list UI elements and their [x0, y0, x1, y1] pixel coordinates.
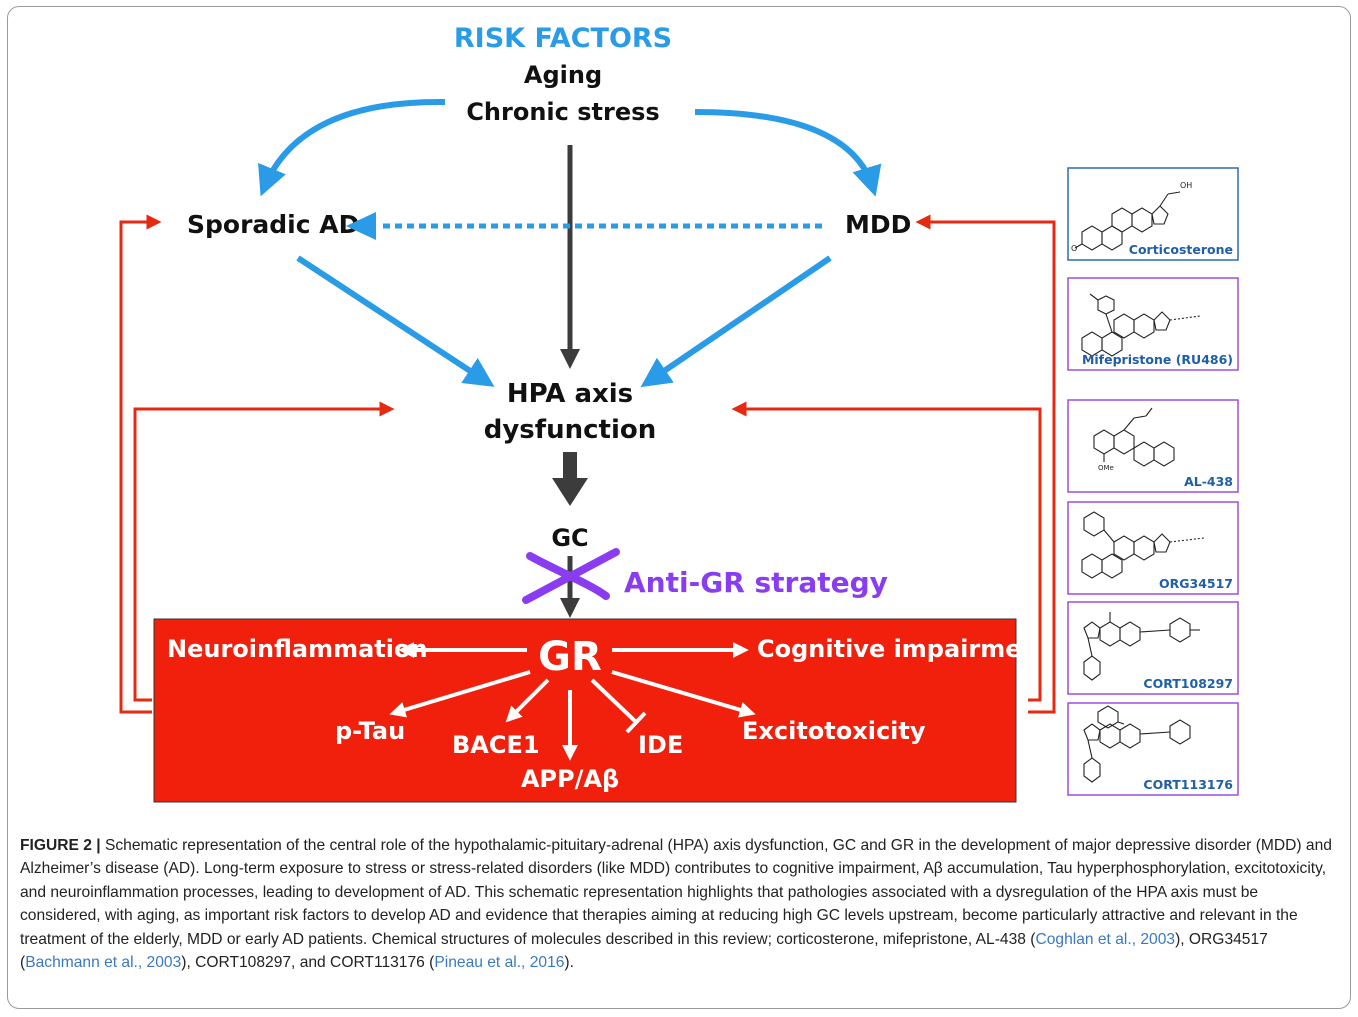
svg-text:OH: OH — [1180, 181, 1192, 190]
arrow-mdd-to-sporadic-ad-head — [346, 212, 376, 240]
node-hpa-line1: HPA axis — [507, 379, 633, 409]
caption-text: Schematic representation of the central … — [20, 837, 1332, 948]
arrow-hpa-to-gc — [552, 452, 588, 506]
cort108297-structure-icon — [1083, 612, 1200, 681]
arrow-gr-to-bace1 — [505, 678, 550, 723]
caption-text: ), CORT108297, and CORT113176 ( — [181, 954, 435, 972]
reference-link[interactable]: Pineau et al., 2016 — [434, 954, 565, 972]
arrow-sporadic-ad-to-hpa — [296, 255, 495, 387]
arrow-risk-to-mdd — [694, 109, 882, 197]
effect-ide: IDE — [638, 731, 683, 759]
arrow-gr-to-ptau — [389, 670, 531, 718]
molecule-card-corticosterone: O OH Corticosterone — [1067, 167, 1239, 261]
anti-gr-strategy-label: Anti-GR strategy — [624, 566, 888, 599]
node-gc: GC — [551, 524, 588, 552]
reference-link[interactable]: Bachmann et al., 2003 — [25, 954, 182, 972]
node-gr: GR — [538, 634, 602, 680]
risk-factors-title: RISK FACTORS — [454, 23, 672, 54]
effect-app-abeta: APP/Aβ — [521, 765, 619, 793]
mifepristone-structure-icon — [1081, 293, 1201, 357]
node-mdd: MDD — [845, 210, 911, 239]
molecule-label: Mifepristone (RU486) — [1082, 352, 1233, 367]
molecule-card-cort113176: CORT113176 — [1067, 702, 1239, 796]
caption-text: ), ORG34517 ( — [20, 930, 1268, 972]
node-sporadic-ad: Sporadic AD — [187, 210, 359, 239]
figure-label: FIGURE 2 | — [20, 837, 101, 854]
effect-cognitive-impairment: Cognitive impairment — [757, 635, 1050, 663]
effect-neuroinflammation: Neuroinflammation — [167, 635, 428, 663]
org34517-structure-icon — [1081, 511, 1205, 579]
gr-box — [153, 618, 1017, 803]
molecule-label: CORT108297 — [1143, 676, 1233, 691]
molecule-label: Corticosterone — [1129, 242, 1233, 257]
arrow-gr-to-excitotoxicity — [611, 670, 756, 718]
figure-caption: FIGURE 2 | Schematic representation of t… — [20, 834, 1338, 974]
reference-link[interactable]: Coghlan et al., 2003 — [1035, 930, 1176, 948]
effect-excitotoxicity: Excitotoxicity — [742, 717, 926, 745]
molecule-label: ORG34517 — [1159, 576, 1233, 591]
arrow-mdd-to-hpa — [640, 255, 832, 388]
feedback-left — [119, 214, 395, 714]
molecule-card-cort108297: CORT108297 — [1067, 601, 1239, 695]
molecule-label: CORT113176 — [1143, 777, 1233, 792]
corticosterone-structure-icon — [1074, 191, 1181, 251]
cort113176-structure-icon — [1083, 705, 1191, 783]
al438-structure-icon — [1093, 407, 1175, 467]
molecule-card-al438: OMe AL-438 — [1067, 399, 1239, 493]
risk-factor-aging: Aging — [524, 61, 602, 89]
svg-text:OMe: OMe — [1098, 464, 1114, 472]
molecule-label: AL-438 — [1184, 474, 1233, 489]
caption-text: ). — [564, 954, 574, 972]
feedback-right — [731, 214, 1056, 714]
effect-bace1: BACE1 — [452, 731, 540, 759]
svg-text:O: O — [1071, 244, 1077, 253]
effect-ptau: p-Tau — [335, 717, 405, 745]
inhibition-gr-to-ide — [590, 678, 647, 734]
molecule-card-org34517: ORG34517 — [1067, 501, 1239, 595]
molecule-card-mifepristone: Mifepristone (RU486) — [1067, 277, 1239, 371]
arrow-risk-to-sporadic-ad — [258, 98, 446, 197]
risk-factor-chronic-stress: Chronic stress — [466, 98, 659, 126]
node-hpa-line2: dysfunction — [484, 415, 657, 445]
anti-gr-cross-icon — [522, 548, 620, 604]
diagram: RISK FACTORS Aging Chronic stress Sporad… — [119, 23, 1239, 803]
